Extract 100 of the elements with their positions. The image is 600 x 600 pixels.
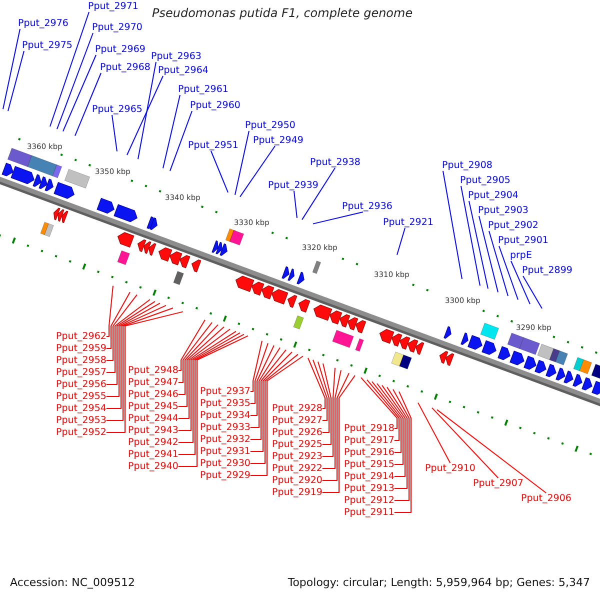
gene-label: Pput_2933 (200, 422, 250, 433)
gene-label: Pput_2913 (344, 483, 394, 494)
leader-line (178, 324, 218, 395)
leader-line (2, 28, 20, 110)
gene-label: Pput_2960 (190, 100, 240, 111)
gene-label: Pput_2903 (478, 205, 528, 216)
leader-line (250, 340, 262, 392)
leader-line (478, 216, 498, 293)
gene-label: Pput_2953 (56, 415, 106, 426)
gene-label: Pput_2940 (128, 461, 178, 472)
gene-label: Pput_2945 (128, 401, 178, 412)
gene-label: Pput_2929 (200, 470, 250, 481)
gene-label: Pput_2943 (128, 425, 178, 436)
gene-label: prpE (510, 250, 532, 261)
gene-label: Pput_2918 (344, 423, 394, 434)
gene-label: Pput_2916 (344, 447, 394, 458)
gene-label: Pput_2975 (22, 40, 72, 51)
diagram-title: Pseudomonas putida F1, complete genome (152, 6, 413, 20)
leader-line (322, 370, 342, 469)
leader-line (50, 12, 90, 127)
leader-line (498, 246, 518, 300)
leader-line (322, 367, 336, 457)
leader-line (240, 146, 276, 198)
leader-line (178, 326, 224, 407)
gene-label: Pput_2930 (200, 458, 250, 469)
gene-label: Pput_2923 (272, 451, 322, 462)
leader-line (366, 379, 400, 441)
leader-line (250, 356, 304, 476)
gene-label: Pput_2912 (344, 495, 394, 506)
leader-line (322, 374, 356, 493)
gene-label: Pput_2902 (488, 220, 538, 231)
leader-line (126, 76, 164, 156)
leader-line (8, 50, 24, 112)
gene-label: Pput_2921 (383, 217, 434, 228)
gene-label: Pput_2911 (344, 507, 394, 518)
gene-label: Pput_2910 (425, 463, 476, 474)
gene-label: Pput_2963 (151, 51, 202, 62)
gene-label: Pput_2971 (88, 1, 138, 12)
gene-label: Pput_2944 (128, 413, 178, 424)
gene-label: Pput_2917 (344, 435, 394, 446)
leader-line (178, 335, 248, 467)
leader-line (436, 409, 547, 494)
leader-line (522, 276, 542, 309)
gene-label: Pput_2950 (245, 120, 296, 131)
leader-line (178, 322, 212, 383)
leader-line (468, 200, 488, 290)
leader-line (302, 168, 336, 220)
leader-line (382, 384, 406, 477)
leader-line (106, 308, 174, 421)
leader-line (394, 391, 412, 513)
leader-line (432, 407, 499, 478)
leader-line (178, 319, 206, 371)
gene-label: Pput_2952 (56, 427, 106, 438)
gene-label: Pput_2899 (522, 265, 572, 276)
gene-label: Pput_2932 (200, 434, 250, 445)
leader-line (162, 94, 180, 169)
leader-line (250, 347, 280, 428)
gene-label: Pput_2947 (128, 377, 178, 388)
gene-label: Pput_2941 (128, 449, 178, 460)
leader-line (138, 62, 156, 160)
gene-label: Pput_2948 (128, 365, 178, 376)
gene-label: Pput_2914 (344, 471, 394, 482)
gene-label: Pput_2946 (128, 389, 178, 400)
gene-label: Pput_2957 (56, 367, 106, 378)
gene-label: Pput_2925 (272, 439, 322, 450)
leader-line (62, 54, 96, 132)
gene-label: Pput_2928 (272, 403, 322, 414)
gene-label: Pput_2905 (460, 175, 510, 186)
leader-line (170, 110, 192, 172)
gene-label: Pput_2970 (92, 22, 142, 33)
leader-line (372, 381, 402, 453)
leader-line (376, 383, 404, 465)
leader-line (386, 386, 408, 489)
leader-line (250, 342, 268, 404)
leader-line (106, 311, 184, 433)
gene-label: Pput_2954 (56, 403, 106, 414)
leader-line (308, 358, 326, 409)
gene-label: Pput_2922 (272, 463, 322, 474)
leader-line (294, 190, 298, 218)
gene-label: Pput_2904 (468, 190, 518, 201)
gene-label: Pput_2949 (253, 135, 304, 146)
gene-label: Pput_2934 (200, 410, 250, 421)
leader-line (178, 330, 236, 431)
leader-line (460, 186, 480, 286)
leader-line (106, 302, 160, 397)
leader-line (442, 170, 462, 280)
accession-text: Accession: NC_009512 (10, 576, 136, 589)
gene-label: Pput_2938 (310, 157, 360, 168)
leader-line (488, 230, 508, 296)
leader-line (510, 260, 530, 305)
gene-label: Pput_2958 (56, 355, 106, 366)
leader-line (250, 349, 286, 440)
leader-line (322, 363, 332, 445)
leader-line (56, 32, 94, 130)
gene-label: Pput_2939 (268, 180, 318, 191)
leader-line (178, 328, 230, 419)
gene-label: Pput_2969 (95, 44, 146, 55)
leader-line (178, 332, 240, 443)
gene-label: Pput_2968 (100, 62, 150, 73)
gene-label: Pput_2962 (56, 331, 106, 342)
